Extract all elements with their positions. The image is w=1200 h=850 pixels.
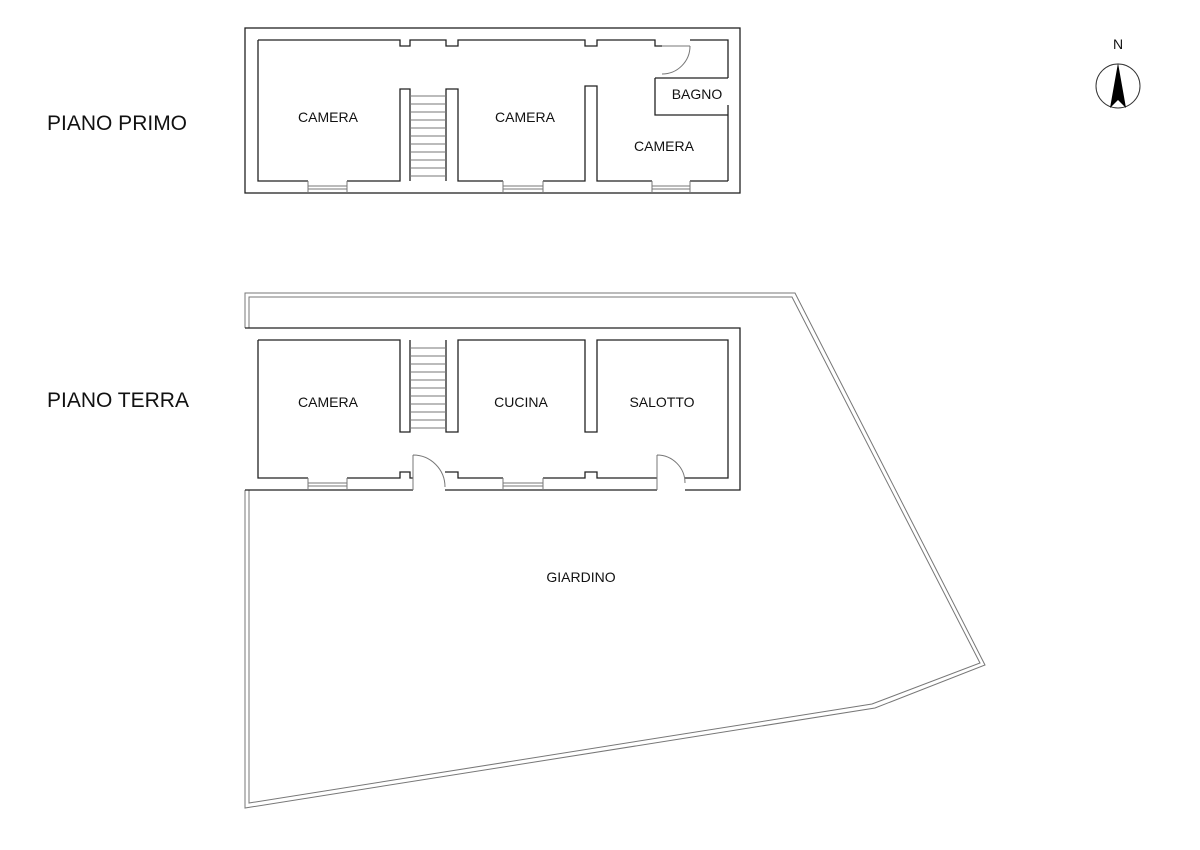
garden-label: GIARDINO bbox=[546, 569, 615, 585]
piano-terra-plan: CAMERA CUCINA SALOTTO GIARDINO bbox=[245, 327, 741, 585]
room-label: CAMERA bbox=[634, 138, 695, 154]
room-label: CAMERA bbox=[298, 109, 359, 125]
floor-title-piano-terra: PIANO TERRA bbox=[47, 389, 189, 412]
north-label: N bbox=[1113, 36, 1123, 52]
room-label: CAMERA bbox=[298, 394, 359, 410]
room-label: CAMERA bbox=[495, 109, 556, 125]
garden-boundary bbox=[244, 292, 986, 809]
north-arrow-icon: N bbox=[1095, 36, 1141, 109]
piano-primo-plan: CAMERA CAMERA BAGNO CAMERA bbox=[244, 27, 741, 194]
floor-title-piano-primo: PIANO PRIMO bbox=[47, 112, 187, 135]
room-label: CUCINA bbox=[494, 394, 548, 410]
room-label: BAGNO bbox=[672, 86, 723, 102]
room-label: SALOTTO bbox=[629, 394, 694, 410]
